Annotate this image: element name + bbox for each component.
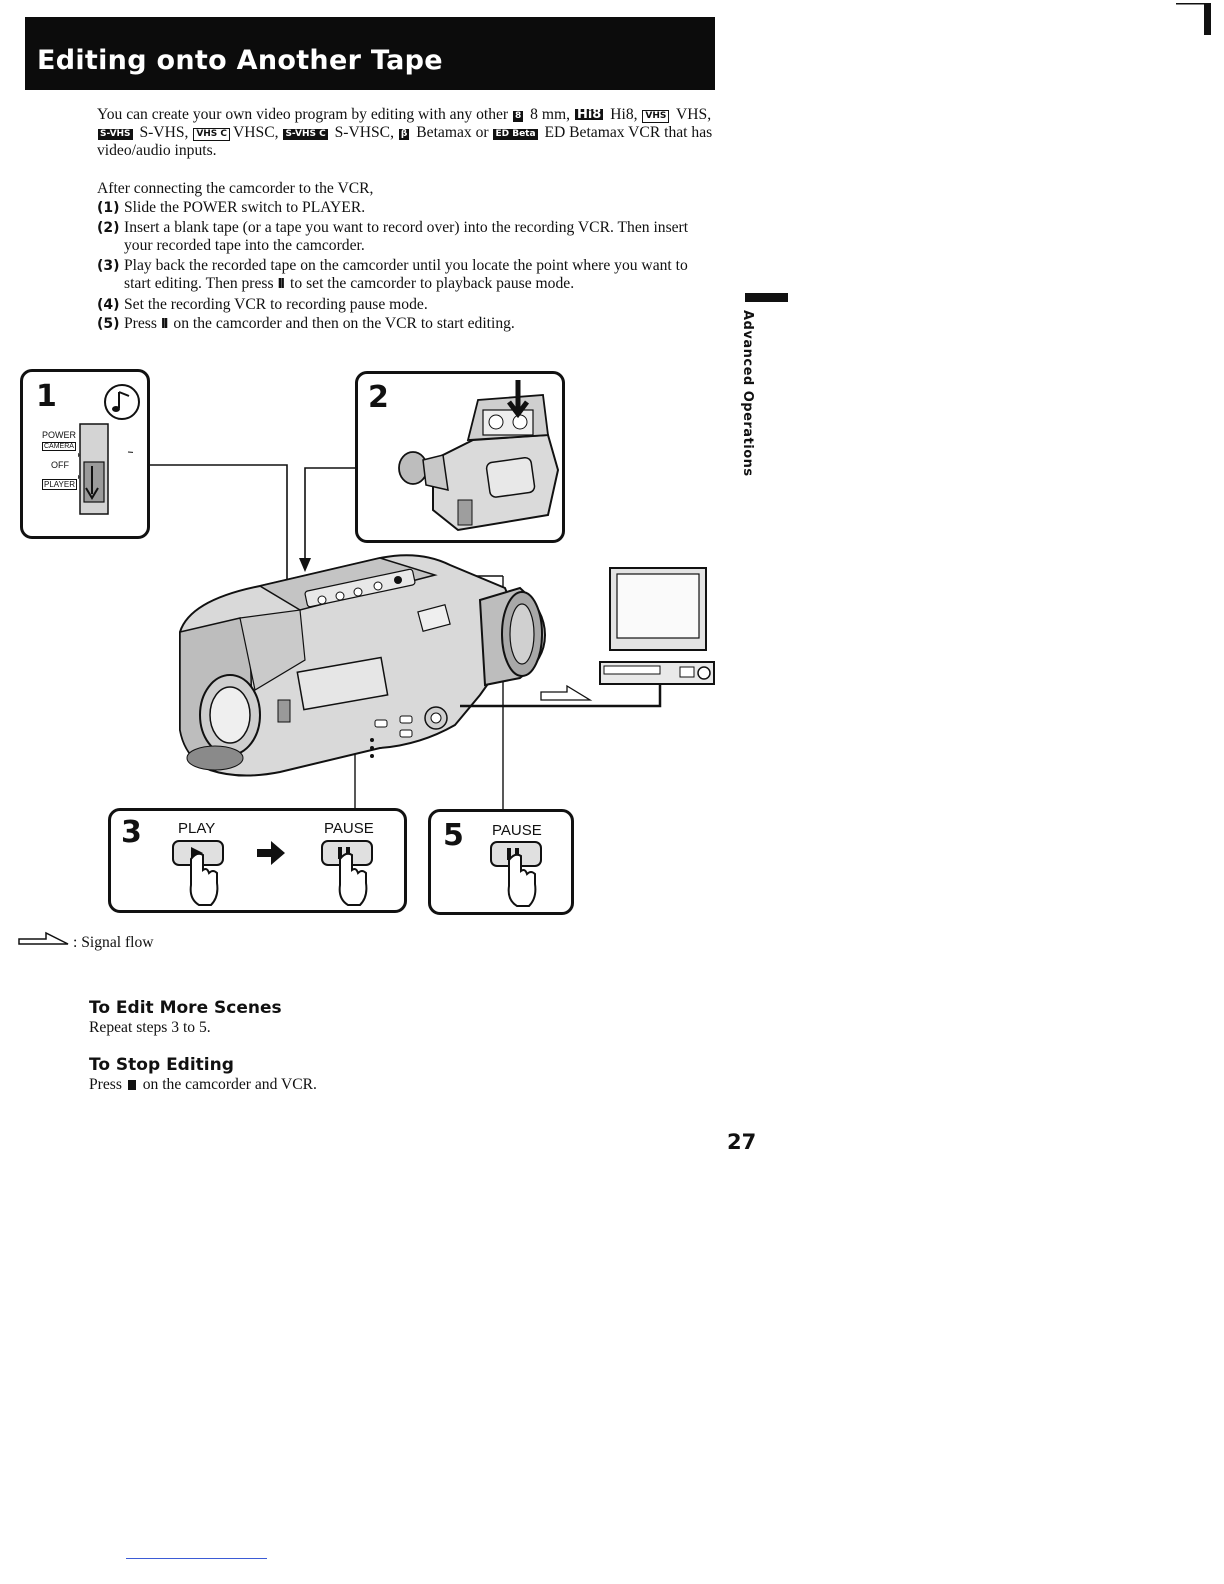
side-tab-label: Advanced Operations (740, 310, 755, 477)
connector-line (304, 467, 355, 560)
music-note-icon (104, 384, 140, 420)
signal-flow-legend-icon (18, 931, 69, 945)
svhs-logo: S-VHS (98, 129, 133, 140)
arrow-right-icon (257, 841, 285, 865)
svhsc-logo: S-VHS C (283, 129, 328, 140)
step-item: (3) Play back the recorded tape on the c… (97, 256, 688, 293)
step-item: (4) Set the recording VCR to recording p… (97, 295, 428, 313)
panel-step-1: 1 POWER CAMERA OFF PLAYER (20, 369, 150, 539)
section-title-stop-editing: To Stop Editing (89, 1055, 234, 1075)
hi8-logo: Hi8 (574, 107, 604, 122)
section-text-stop-editing: Press on the camcorder and VCR. (89, 1076, 317, 1093)
camcorder-illustration (179, 554, 547, 777)
steps-list: (1) Slide the POWER switch to PLAYER. (2… (97, 199, 717, 336)
pause-button-hand-icon (490, 841, 542, 907)
section-text-more-scenes: Repeat steps 3 to 5. (89, 1019, 211, 1036)
intro-paragraph: You can create your own video program by… (97, 106, 713, 159)
power-switch-icon (78, 423, 133, 515)
title-bar: Editing onto Another Tape (25, 17, 715, 90)
down-arrow-icon (299, 558, 311, 572)
footer-rule (126, 1558, 267, 1559)
stop-icon (127, 1080, 136, 1090)
section-title-more-scenes: To Edit More Scenes (89, 998, 282, 1018)
pause-button-hand-icon (321, 840, 373, 906)
tape-insert-illustration (398, 380, 560, 532)
tv-vcr-illustration (599, 567, 715, 685)
signal-flow-arrow-icon (540, 684, 593, 701)
page-title: Editing onto Another Tape (37, 45, 443, 76)
av-cable (460, 684, 662, 708)
8mm-logo: 8 (513, 111, 524, 122)
panel-step-3: 3 PLAY PAUSE (108, 808, 407, 913)
signal-flow-label: : Signal flow (73, 934, 154, 951)
betamax-logo: β (398, 129, 410, 140)
panel-step-2: 2 (355, 371, 565, 543)
vhs-logo: VHS (642, 110, 670, 123)
play-button-hand-icon (172, 840, 224, 906)
corner-mark (1176, 3, 1211, 35)
step-item: (2) Insert a blank tape (or a tape you w… (97, 218, 689, 255)
step-item: (1) Slide the POWER switch to PLAYER. (97, 199, 366, 216)
pause-icon: II (277, 277, 285, 292)
editing-diagram (150, 464, 715, 810)
steps-intro: After connecting the camcorder to the VC… (97, 180, 374, 197)
ed-beta-logo: ED Beta (493, 129, 538, 140)
panel-step-5: 5 PAUSE (428, 809, 574, 915)
pause-icon: II (160, 317, 169, 332)
step-item: (5) Press II on the camcorder and then o… (97, 315, 515, 332)
side-tab-bar (745, 293, 788, 302)
vhsc-logo: VHS C (193, 128, 231, 141)
page-number: 27 (727, 1130, 757, 1154)
